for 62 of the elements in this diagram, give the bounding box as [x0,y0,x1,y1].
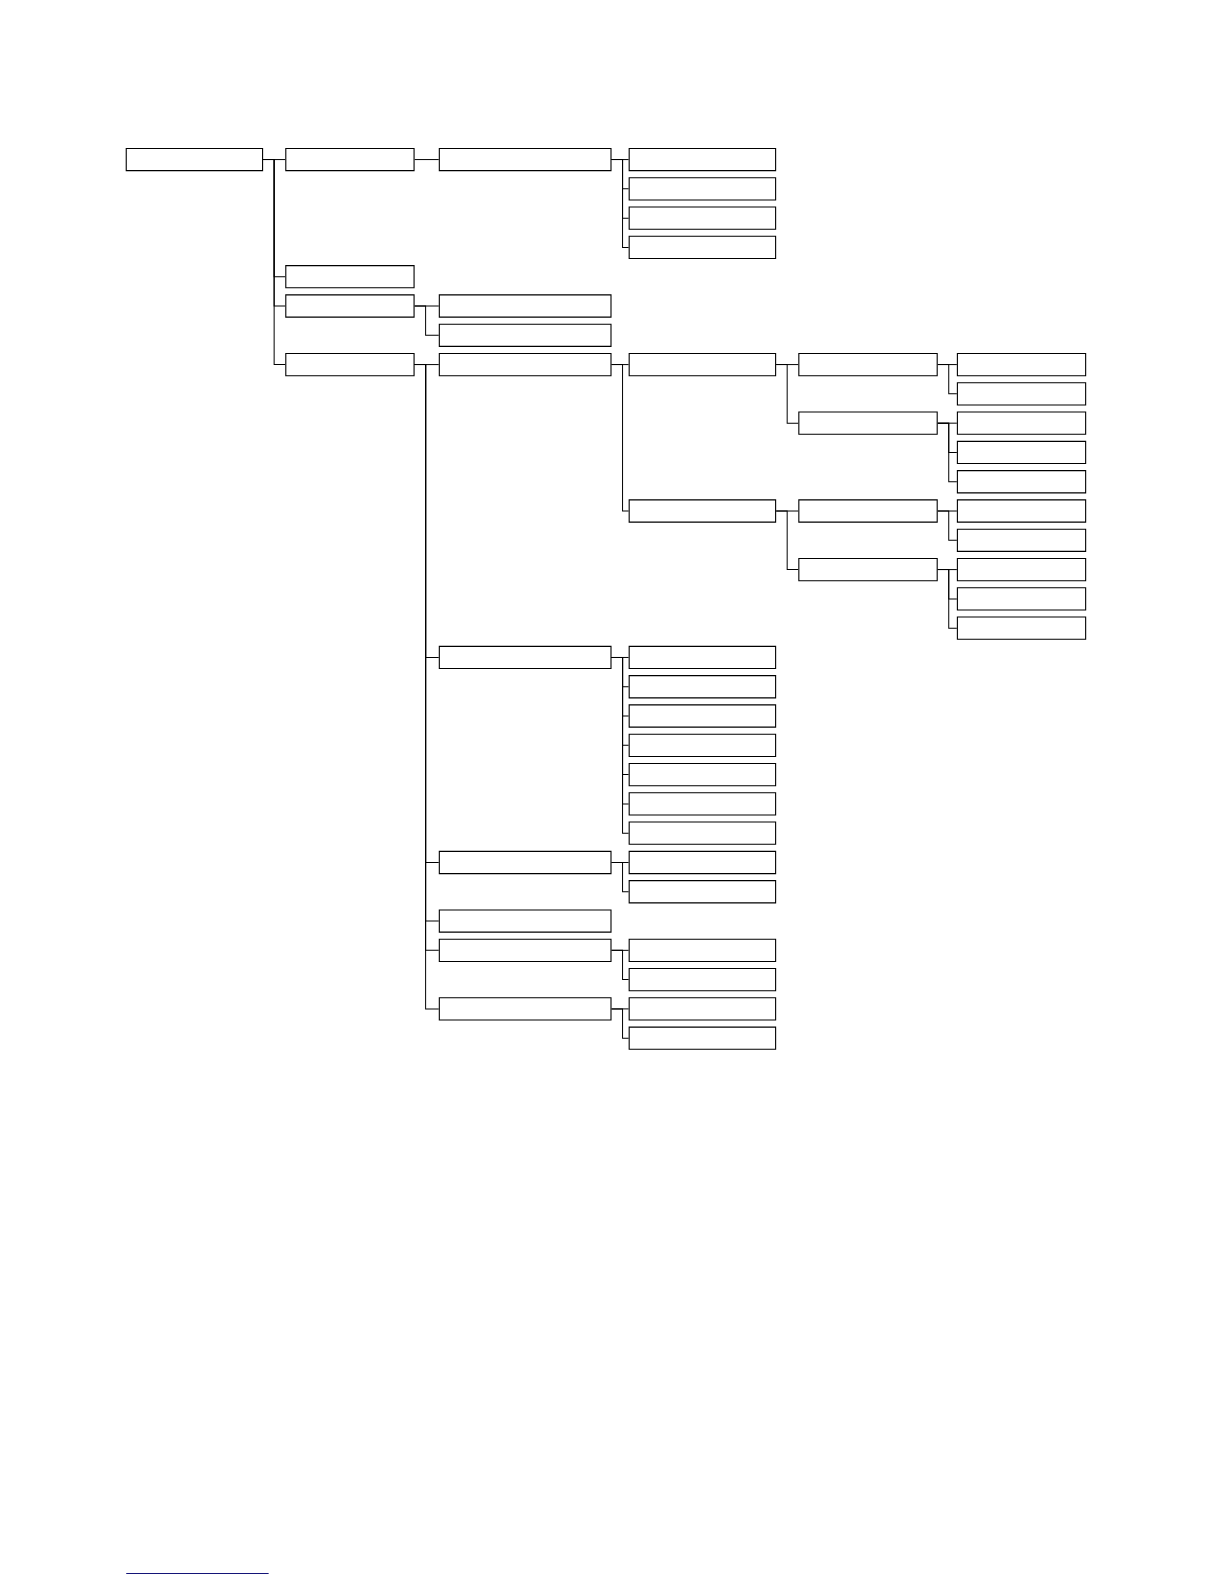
tree-box [125,147,264,172]
connector-line [775,510,799,571]
connector-line [414,159,440,161]
tree-box [628,645,777,670]
tree-box [628,1026,777,1050]
tree-box [285,147,415,172]
tree-box [628,499,777,523]
tree-box [438,997,612,1021]
tree-box [798,557,938,582]
tree-box [285,265,415,289]
tree-box [628,177,777,201]
tree-box [628,880,777,904]
tree-box [438,147,612,172]
connector-line [611,861,630,893]
tree-box [798,499,938,523]
connector-line [611,949,630,981]
connector-line [937,364,958,395]
tree-box [438,909,612,933]
connector-line [414,305,440,336]
tree-box [956,499,1087,523]
connector-line [262,159,286,366]
tree-box [628,235,777,260]
connector-line [937,422,958,483]
tree-box [956,616,1087,640]
tree-box [438,938,612,962]
tree-box [628,675,777,699]
tree-box [438,323,612,347]
tree-box [628,352,777,377]
tree-box [628,762,777,787]
tree-box [628,792,777,816]
connector-line [937,569,958,629]
tree-box [438,850,612,875]
tree-box [285,294,415,318]
connector-line [611,1008,630,1039]
connector-line [611,364,630,512]
tree-box [628,733,777,757]
tree-box [956,557,1087,582]
tree-box [956,587,1087,611]
tree-box [628,850,777,875]
tree-box [628,821,777,845]
tree-box [956,528,1087,552]
connector-line [775,364,799,424]
tree-box [956,470,1087,494]
connector-line [611,159,630,248]
tree-box [285,352,415,377]
tree-box [956,440,1087,465]
tree-box [438,645,612,670]
connector-line [611,656,630,834]
tree-box [628,206,777,230]
tree-box [798,352,938,377]
tree-box [438,352,612,377]
tree-box [956,411,1087,435]
tree-box [956,382,1087,406]
tree-box [628,704,777,728]
tree-box [628,938,777,962]
tree-box [438,294,612,318]
tree-box [628,967,777,992]
tree-box [628,147,777,172]
tree-box [956,352,1087,377]
tree-box [628,997,777,1021]
tree-box [798,411,938,435]
connector-line [937,510,958,541]
